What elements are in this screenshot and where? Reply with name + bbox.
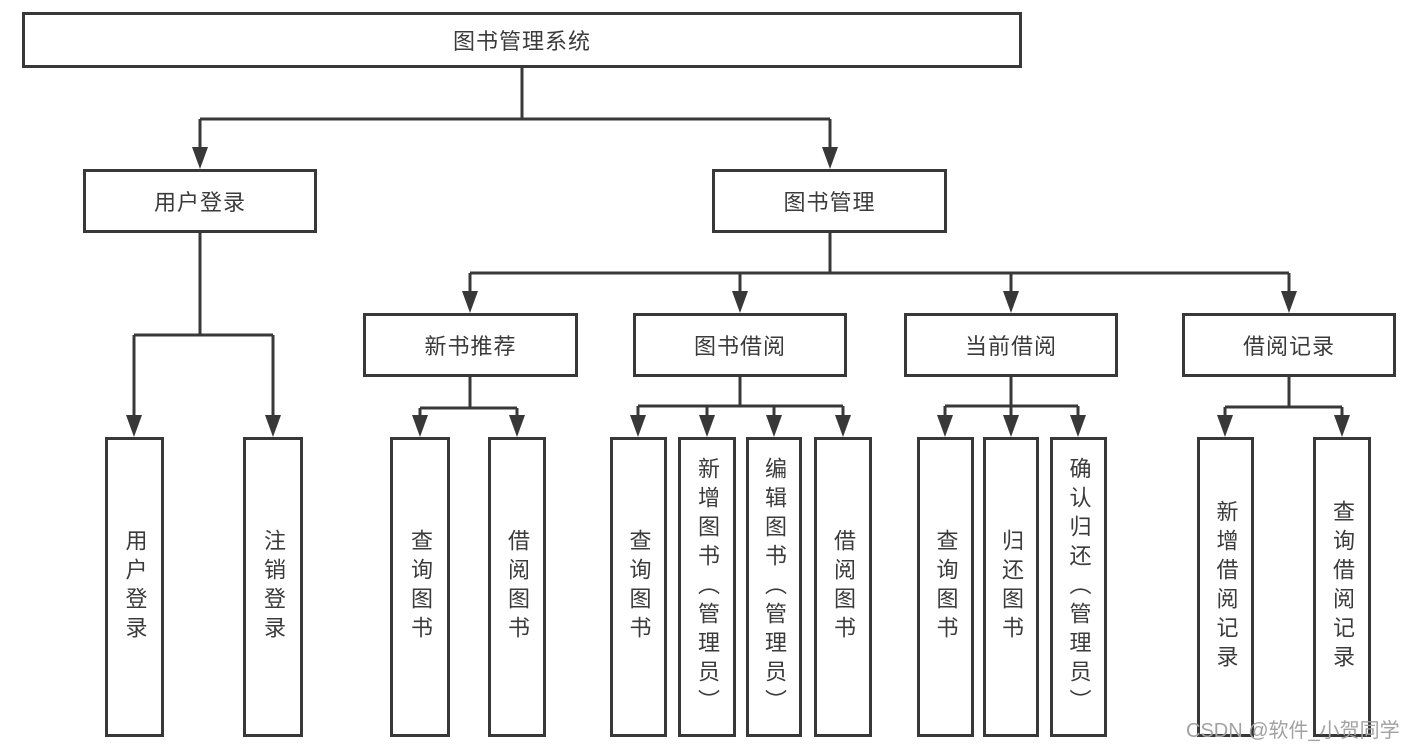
leaf-query-borrow-record: 查询借阅记录	[1313, 437, 1371, 737]
leaf-logout-label: 注销登录	[261, 529, 286, 645]
leaf-add-borrow-record-label: 新增借阅记录	[1213, 500, 1239, 674]
edge-borrowing-records-children	[1223, 377, 1344, 416]
node-user-login-label: 用户登录	[153, 190, 246, 215]
leaf-add-borrow-record: 新增借阅记录	[1197, 437, 1254, 737]
leaf-query-borrow-record-label: 查询借阅记录	[1330, 500, 1355, 674]
edge-user-login-children	[132, 233, 275, 416]
node-borrowing-records: 借阅记录	[1182, 313, 1396, 377]
node-user-login: 用户登录	[83, 169, 317, 233]
edge-book-borrowing-children	[636, 377, 845, 416]
node-root-system-label: 图书管理系统	[452, 29, 591, 54]
leaf-recommend-query-books: 查询图书	[390, 437, 450, 737]
node-book-borrowing: 图书借阅	[633, 313, 847, 377]
node-new-book-recommend-label: 新书推荐	[424, 334, 517, 359]
leaf-edit-books-admin-label: 编辑图书（管理员）	[762, 456, 787, 718]
leaf-add-books-admin: 新增图书（管理员）	[678, 437, 736, 737]
leaf-user-login: 用户登录	[105, 437, 164, 737]
leaf-borrow-books-label: 借阅图书	[831, 529, 856, 645]
edge-current-borrowing-children	[943, 377, 1080, 416]
leaf-recommend-query-books-label: 查询图书	[408, 529, 433, 645]
leaf-edit-books-admin: 编辑图书（管理员）	[746, 437, 802, 737]
node-book-management: 图书管理	[712, 169, 947, 233]
leaf-current-query-books-label: 查询图书	[933, 529, 959, 645]
edge-book-management-children	[468, 233, 1291, 292]
node-current-borrowing: 当前借阅	[904, 313, 1118, 377]
node-book-management-label: 图书管理	[783, 190, 876, 215]
leaf-confirm-return-admin: 确认归还（管理员）	[1050, 437, 1107, 737]
leaf-borrow-books: 借阅图书	[814, 437, 872, 737]
leaf-confirm-return-admin-label: 确认归还（管理员）	[1066, 456, 1092, 718]
leaf-return-books-label: 归还图书	[999, 529, 1024, 645]
csdn-watermark: CSDN @软件_小贺同学	[1186, 720, 1400, 742]
node-current-borrowing-label: 当前借阅	[964, 334, 1057, 359]
leaf-recommend-borrow-books-label: 借阅图书	[505, 529, 530, 645]
leaf-add-books-admin-label: 新增图书（管理员）	[695, 456, 720, 718]
node-new-book-recommend: 新书推荐	[363, 313, 578, 377]
leaf-borrowing-query-books: 查询图书	[610, 437, 667, 737]
leaf-borrowing-query-books-label: 查询图书	[626, 529, 652, 645]
leaf-return-books: 归还图书	[983, 437, 1039, 737]
node-book-borrowing-label: 图书借阅	[693, 334, 786, 359]
edge-root-to-level1	[198, 68, 832, 148]
edge-new-book-recommend-children	[418, 377, 519, 416]
leaf-logout: 注销登录	[243, 437, 303, 737]
leaf-current-query-books: 查询图书	[917, 437, 974, 737]
arrowheads	[126, 147, 1350, 437]
node-borrowing-records-label: 借阅记录	[1242, 334, 1335, 359]
node-root-system: 图书管理系统	[22, 12, 1022, 68]
leaf-recommend-borrow-books: 借阅图书	[488, 437, 546, 737]
leaf-user-login-label: 用户登录	[122, 529, 148, 645]
